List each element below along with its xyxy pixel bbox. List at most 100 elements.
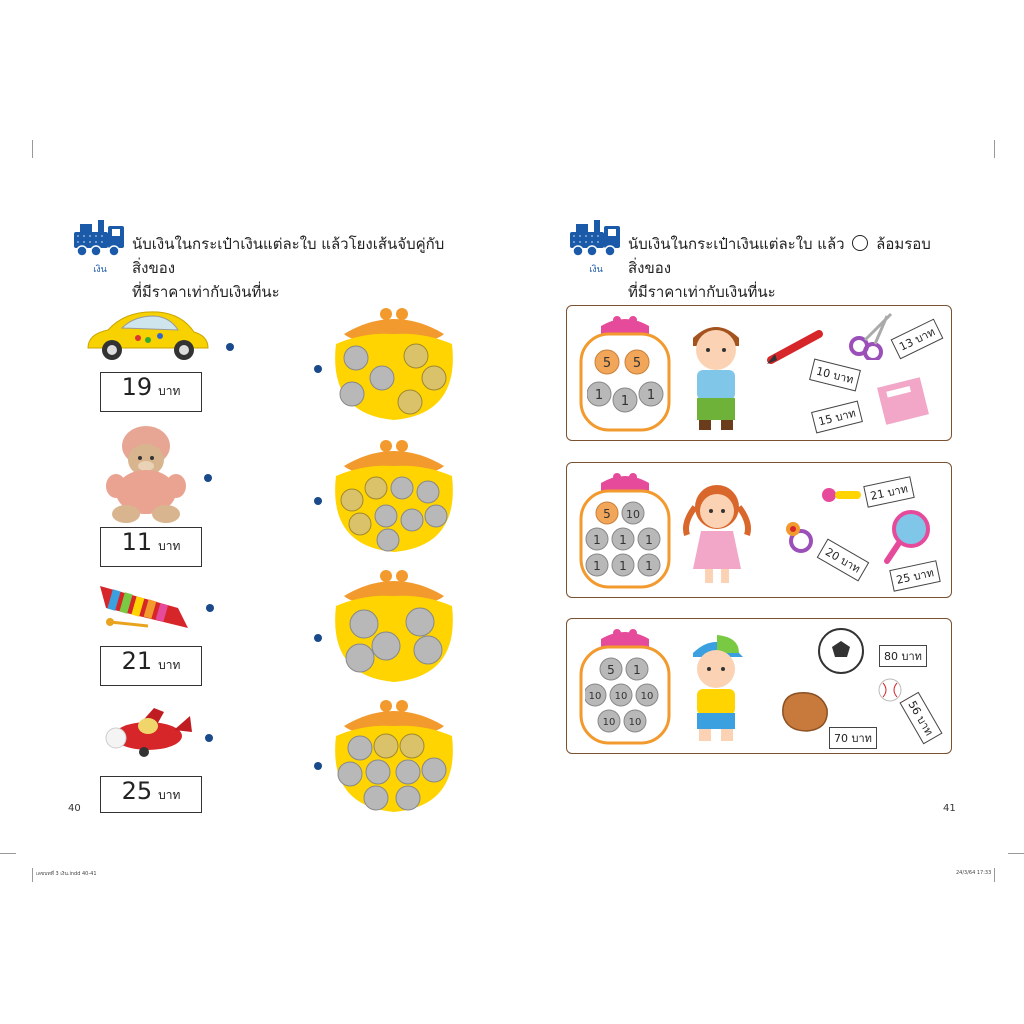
price-unit: บาท	[158, 384, 181, 398]
instruction-line: ที่มีราคาเท่ากับเงินที่นะ	[132, 283, 280, 301]
price-tag: 15 บาท	[811, 400, 863, 434]
price-box: 25 บาท	[100, 776, 202, 813]
coin-purse-4	[335, 700, 453, 812]
price-tag: 70 บาท	[829, 727, 877, 749]
hand-mirror-image	[884, 510, 930, 564]
match-dot[interactable]	[314, 497, 322, 505]
coin-group: 5 10 1 1 1 1 1 1	[585, 499, 669, 583]
coin-label: 10	[589, 691, 602, 702]
circle-symbol-icon	[852, 235, 869, 251]
page-number: 41	[943, 803, 956, 814]
coin-group: 5 1 10 10 10 10 10	[583, 655, 669, 739]
price-box: 21 บาท	[100, 646, 202, 686]
price-tag: 80 บาท	[879, 645, 927, 667]
price-tag: 21 บาท	[863, 476, 915, 508]
girl-image	[683, 485, 751, 583]
price-value: 25	[121, 777, 153, 805]
instruction-text: นับเงินในกระเป๋าเงินแต่ละใบ แล้ว ล้อมรอบ…	[628, 232, 958, 304]
match-dot[interactable]	[314, 634, 322, 642]
match-dot[interactable]	[204, 474, 212, 482]
crop-mark	[1008, 853, 1024, 854]
match-dot[interactable]	[206, 604, 214, 612]
coin-label: 1	[621, 394, 629, 409]
scissors-image	[849, 312, 893, 360]
instruction-text: นับเงินในกระเป๋าเงินแต่ละใบ แล้วโยงเส้นจ…	[132, 232, 462, 304]
crop-mark	[0, 853, 16, 854]
coin-label: 1	[645, 533, 653, 547]
hair-clip-image	[822, 488, 861, 502]
coin-label: 1	[647, 388, 655, 403]
price-box: 11 บาท	[100, 527, 202, 567]
instruction-line: นับเงินในกระเป๋าเงินแต่ละใบ แล้ว ล้อมรอบ…	[628, 232, 958, 280]
baseball-glove-image	[782, 692, 828, 732]
match-dot[interactable]	[226, 343, 234, 351]
pencil-image	[767, 330, 823, 364]
coin-group: 5 5 1 1 1	[586, 348, 667, 422]
toy-car-image	[87, 311, 209, 360]
price-tag: 10 บาท	[809, 358, 861, 392]
badge-label: เงิน	[589, 265, 603, 275]
instruction-line: นับเงินในกระเป๋าเงินแต่ละใบ แล้วโยงเส้นจ…	[132, 235, 445, 277]
print-slug-right: 24/3/64 17:33	[956, 870, 992, 876]
coin-label: 5	[607, 663, 615, 677]
match-dot[interactable]	[314, 762, 322, 770]
exercise-panel-3: 5 1 10 10 10 10 10 80 บาท 56 บาท 70 บาท	[566, 618, 952, 754]
coin-label: 5	[603, 507, 611, 521]
exercise-panel-2: 5 10 1 1 1 1 1 1 21 บาท 20 บาท 25 บาท	[566, 462, 952, 598]
xylophone-image	[100, 586, 188, 628]
notebook-image	[877, 377, 929, 425]
exercise-panel-1: 5 5 1 1 1 10 บาท 13 บาท 15 บาท	[566, 305, 952, 441]
train-icon	[74, 220, 124, 257]
crop-mark	[994, 140, 995, 158]
coin-label: 1	[619, 559, 627, 573]
price-value: 21	[121, 647, 153, 675]
coins-art: 5 10 1 1 1 1 1 1	[585, 501, 661, 577]
teddy-bear-image	[106, 426, 186, 523]
instruction-part: ล้อมรอบสิ่งของ	[628, 235, 931, 277]
train-badge-left: เงิน	[72, 218, 128, 276]
instruction-line: ที่มีราคาเท่ากับเงินที่นะ	[628, 283, 776, 301]
coin-label: 1	[645, 559, 653, 573]
match-dot[interactable]	[314, 365, 322, 373]
price-value: 11	[121, 528, 153, 556]
coin-label: 1	[633, 663, 641, 677]
coin-label: 10	[641, 691, 654, 702]
coin-label: 10	[615, 691, 628, 702]
price-unit: บาท	[158, 539, 181, 553]
print-slug-left: เลขบทที่ 3 เงิน.indd 40-41	[36, 871, 97, 877]
train-badge-right: เงิน	[568, 218, 624, 276]
coin-purse-1	[335, 308, 453, 420]
crop-mark	[994, 868, 995, 882]
toy-plane-image	[105, 708, 192, 757]
price-tag: 13 บาท	[890, 318, 944, 360]
coin-purse-3	[335, 570, 453, 682]
coins-art: 5 1 10 10 10 10 10	[583, 657, 659, 733]
coin-label: 5	[603, 356, 611, 371]
coin-label: 10	[603, 717, 616, 728]
price-value: 19	[121, 373, 153, 401]
crop-mark	[32, 140, 33, 158]
coin-label: 5	[633, 356, 641, 371]
badge-label: เงิน	[93, 265, 107, 275]
soccer-ball-image	[818, 628, 864, 674]
price-tag: 56 บาท	[899, 691, 943, 745]
coin-label: 10	[626, 508, 640, 521]
coin-label: 1	[593, 559, 601, 573]
coin-label: 1	[619, 533, 627, 547]
baseball-image	[878, 678, 902, 702]
coin-label: 1	[593, 533, 601, 547]
coin-label: 10	[629, 717, 642, 728]
price-unit: บาท	[158, 788, 181, 802]
price-box: 19 บาท	[100, 372, 202, 412]
coins-art: 5 5 1 1 1	[586, 349, 664, 413]
price-tag: 20 บาท	[816, 538, 870, 582]
coin-label: 1	[595, 388, 603, 403]
boy-with-cap-image	[693, 635, 743, 741]
instruction-part: นับเงินในกระเป๋าเงินแต่ละใบ แล้ว	[628, 235, 845, 253]
coin-purse-2	[335, 440, 453, 552]
page-number: 40	[68, 803, 81, 814]
boy-image	[693, 327, 739, 430]
crop-mark	[32, 868, 33, 882]
train-icon	[570, 220, 620, 257]
match-dot[interactable]	[205, 734, 213, 742]
